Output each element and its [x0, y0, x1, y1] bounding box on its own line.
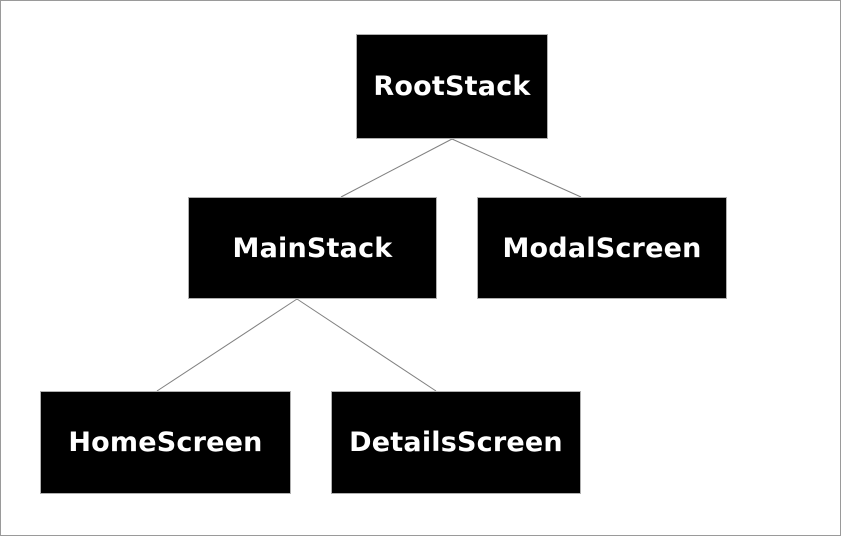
node-homescreen[interactable]: HomeScreen	[40, 391, 291, 494]
node-rootstack[interactable]: RootStack	[356, 34, 548, 139]
node-mainstack-label: MainStack	[232, 232, 393, 264]
edge-mainstack-detailsscreen	[296, 298, 437, 392]
edge-mainstack-homescreen	[156, 298, 298, 392]
node-detailsscreen[interactable]: DetailsScreen	[331, 391, 581, 494]
edge-rootstack-modalscreen	[451, 138, 582, 198]
node-detailsscreen-label: DetailsScreen	[349, 427, 563, 458]
node-rootstack-label: RootStack	[373, 71, 531, 102]
node-modalscreen-label: ModalScreen	[502, 232, 702, 264]
edge-rootstack-mainstack	[340, 138, 453, 198]
node-mainstack[interactable]: MainStack	[188, 197, 437, 299]
node-modalscreen[interactable]: ModalScreen	[477, 197, 727, 299]
node-homescreen-label: HomeScreen	[68, 427, 263, 458]
